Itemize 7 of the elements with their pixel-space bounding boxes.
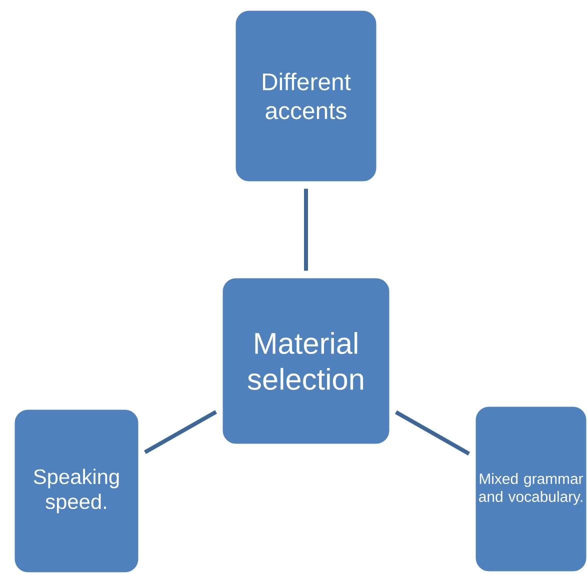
connector-line — [144, 410, 218, 454]
rounded-box: Different accents — [234, 9, 378, 183]
connector-line — [304, 188, 308, 271]
rounded-box: Mixed grammar and vocabulary. — [474, 405, 587, 573]
rounded-box: Speaking speed. — [13, 408, 140, 574]
connector-line — [394, 410, 470, 456]
rounded-box: Material selection — [221, 276, 391, 446]
